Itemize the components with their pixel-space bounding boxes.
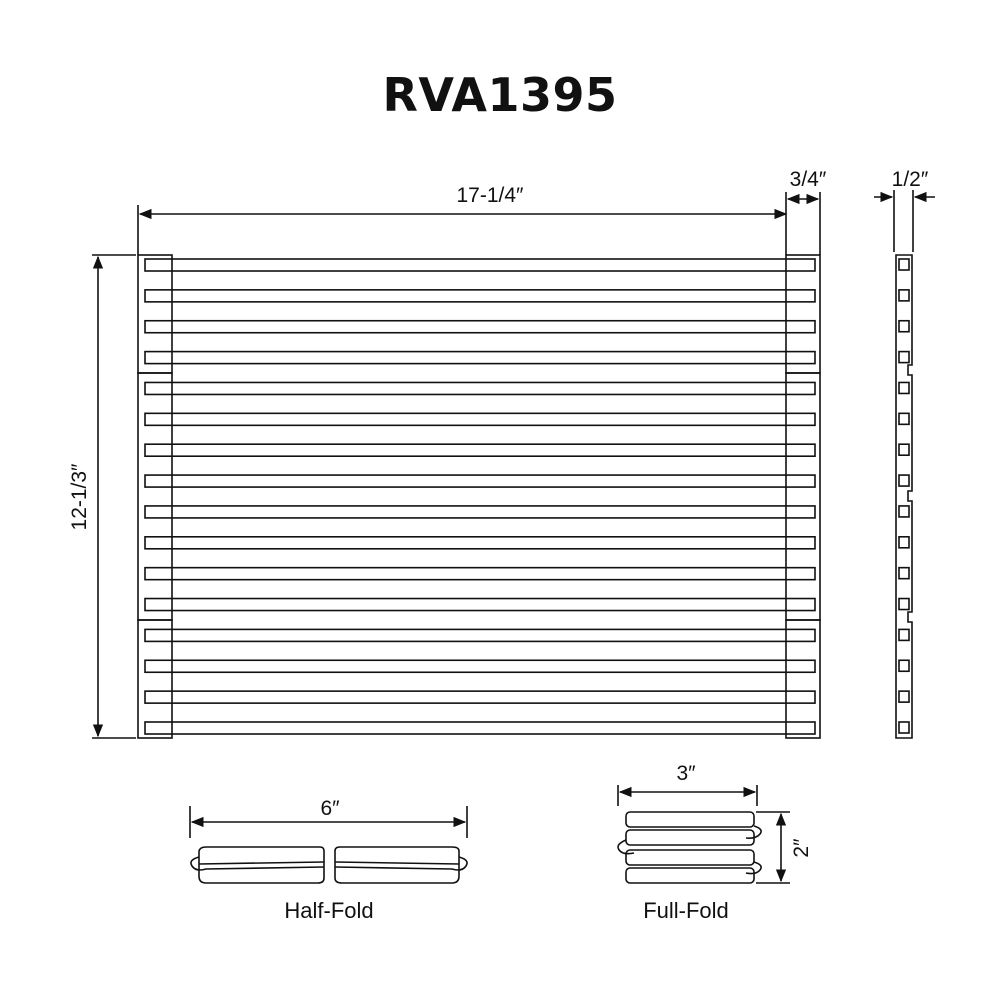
full-fold-width-label: 3″ xyxy=(676,762,696,785)
product-title: RVA1395 xyxy=(382,68,618,122)
thickness-dimension: 1/2″ xyxy=(874,168,935,252)
end-frame-panel xyxy=(137,372,173,621)
side-bar-section xyxy=(898,350,910,364)
half-fold-view: 6″ Half-Fold xyxy=(189,797,468,923)
rack-bar xyxy=(144,319,816,334)
side-bar-section xyxy=(898,721,910,734)
rack-bars xyxy=(144,258,816,735)
side-bar-section xyxy=(898,474,910,487)
width-label: 17-1/4″ xyxy=(457,184,525,207)
rack-bar xyxy=(144,597,816,612)
height-label: 12-1/3″ xyxy=(68,463,91,531)
side-bar-section xyxy=(898,659,910,673)
full-fold-view: 3″ 2″ Full-Fold xyxy=(617,762,813,923)
height-dimension: 12-1/3″ xyxy=(68,254,136,739)
full-fold-caption: Full-Fold xyxy=(643,898,729,923)
rack-bar xyxy=(144,443,816,458)
side-bar-section xyxy=(898,319,910,333)
side-bar-section xyxy=(898,258,910,271)
side-bar-section xyxy=(898,690,910,703)
rack-bar xyxy=(144,566,816,581)
end-frame-panel xyxy=(785,619,821,739)
rack-bar xyxy=(144,412,816,427)
rack-bar xyxy=(144,535,816,550)
end-cap-label: 3/4″ xyxy=(790,168,827,191)
top-view xyxy=(137,254,821,739)
side-bar-section xyxy=(898,443,910,457)
rack-bar xyxy=(144,289,816,303)
side-bar-section xyxy=(898,628,910,642)
rack-bar xyxy=(144,258,816,272)
rack-bar xyxy=(144,659,816,674)
side-bar-section xyxy=(898,412,910,426)
rack-bar xyxy=(144,690,816,704)
thickness-label: 1/2″ xyxy=(892,168,929,191)
side-bar-section xyxy=(898,597,910,611)
side-outline xyxy=(895,254,913,739)
side-bar-section xyxy=(898,289,910,302)
rack-bar xyxy=(144,505,816,519)
width-dimension: 17-1/4″ xyxy=(137,184,788,255)
half-fold-width-label: 6″ xyxy=(320,797,340,820)
rack-bar xyxy=(144,350,816,365)
side-bar-section xyxy=(898,505,910,518)
rack-bar xyxy=(144,381,816,396)
rack-bar xyxy=(144,721,816,735)
side-bar-section xyxy=(898,381,910,395)
side-bar-section xyxy=(898,566,910,580)
rack-bar xyxy=(144,628,816,643)
end-frame-panel xyxy=(137,619,173,739)
half-fold-caption: Half-Fold xyxy=(284,898,373,923)
end-frames xyxy=(137,254,821,739)
side-bar-section xyxy=(898,535,910,549)
end-frame-panel xyxy=(785,372,821,621)
side-view xyxy=(895,254,913,739)
end-cap-dimension: 3/4″ xyxy=(785,168,827,255)
rack-bar xyxy=(144,474,816,488)
full-fold-height-label: 2″ xyxy=(790,838,813,858)
